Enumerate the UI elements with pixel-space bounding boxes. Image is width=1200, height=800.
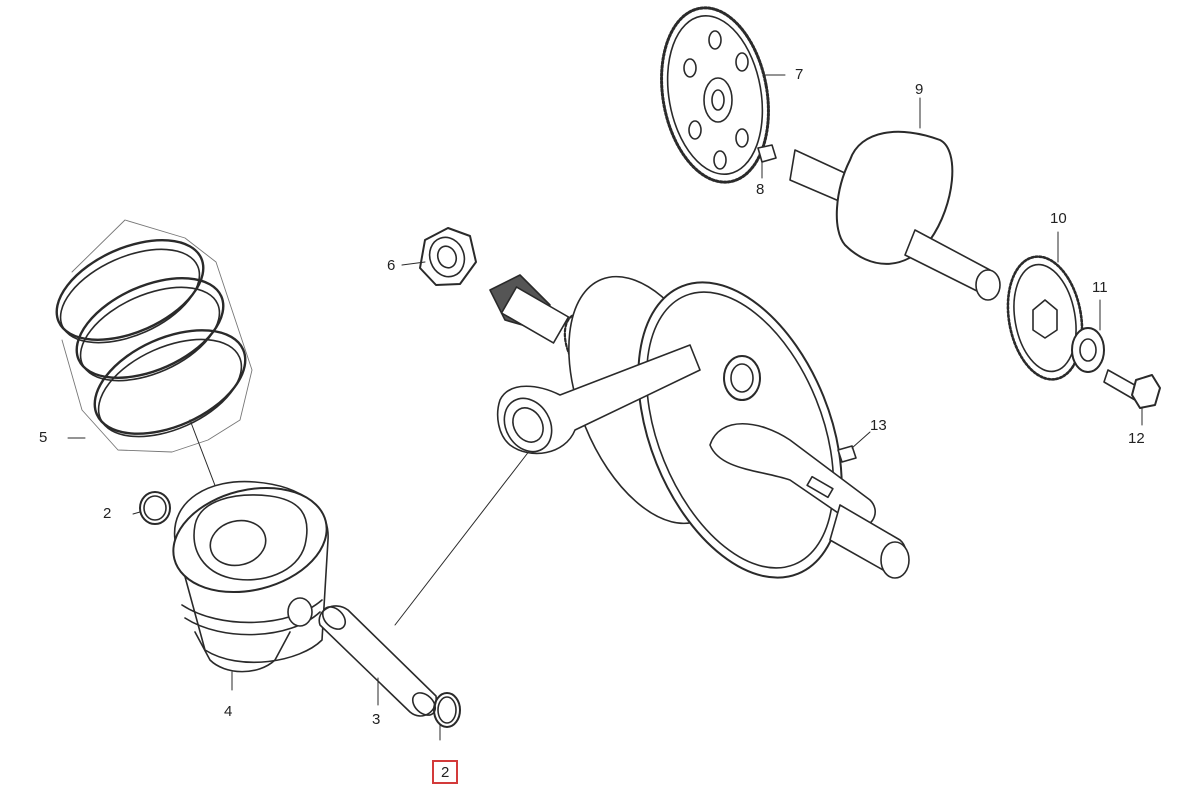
piston-part [172, 480, 329, 691]
callout-label: 10 [1050, 210, 1067, 227]
piston-rings-part [55, 219, 253, 531]
callout-label: 9 [915, 81, 924, 98]
piston-pin-part [318, 449, 531, 717]
washer-part [1071, 299, 1105, 373]
callout-label: 7 [795, 66, 804, 83]
callout-label: 8 [756, 181, 765, 198]
nut-part [401, 227, 477, 286]
gear-key-part [757, 144, 777, 179]
callout-label: 12 [1128, 430, 1145, 447]
callout-label: 4 [224, 703, 233, 720]
callout-label: 3 [372, 711, 381, 728]
callout-label: 2 [103, 505, 112, 522]
balancer-shaft-part [789, 97, 1001, 301]
driven-gear-part [1006, 231, 1084, 381]
callout-label: 11 [1092, 279, 1108, 296]
balancer-gear-part [660, 6, 786, 184]
callout-label: 6 [387, 257, 396, 274]
callout-label: 5 [39, 429, 48, 446]
woodruff-key-part [837, 431, 871, 463]
circlip-upper-part [132, 491, 171, 525]
callout-label-highlighted: 2 [432, 760, 459, 784]
crankshaft-part [489, 274, 910, 579]
callout-label: 13 [870, 417, 887, 434]
circlip-lower-part [433, 692, 461, 741]
bolt-part [1103, 369, 1161, 426]
